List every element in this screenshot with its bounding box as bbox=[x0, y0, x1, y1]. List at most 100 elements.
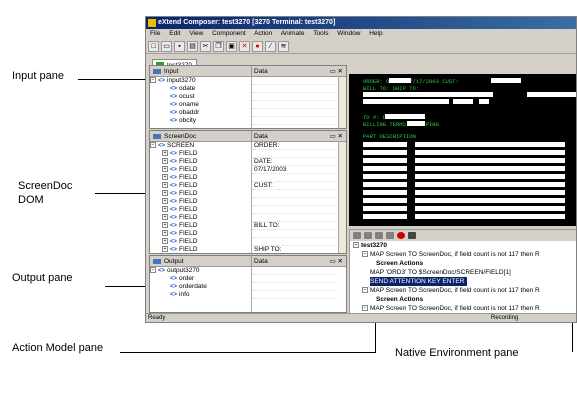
action-icon[interactable] bbox=[353, 232, 361, 239]
output-pane: Output Data▭ ✕ −<>output3270 <>order <>o… bbox=[149, 255, 347, 313]
new-icon[interactable]: □ bbox=[148, 40, 159, 52]
tree-node[interactable]: obcity bbox=[179, 117, 196, 124]
tree-node[interactable]: odate bbox=[179, 85, 196, 92]
expand-icon[interactable]: + bbox=[162, 182, 168, 189]
action-row[interactable]: Screen Actions bbox=[376, 296, 424, 303]
collapse-icon[interactable]: − bbox=[150, 142, 156, 149]
animate-icon[interactable]: ≋ bbox=[278, 40, 289, 52]
copy-icon[interactable]: ❐ bbox=[213, 40, 224, 52]
screendoc-scrollbar[interactable] bbox=[338, 142, 346, 253]
action-row[interactable]: Screen Actions bbox=[376, 260, 424, 267]
field-node[interactable]: FIELD bbox=[179, 174, 198, 181]
callout-native-env-pane: Native Environment pane bbox=[395, 347, 519, 359]
input-field[interactable] bbox=[385, 114, 425, 119]
print-icon[interactable]: ▤ bbox=[187, 40, 198, 52]
input-root-node[interactable]: input3270 bbox=[167, 77, 196, 84]
field-data-value: DATE: bbox=[252, 158, 338, 166]
field-node[interactable]: FIELD bbox=[179, 198, 198, 205]
expand-icon[interactable]: + bbox=[162, 222, 168, 229]
action-row[interactable]: MAP Screen TO ScreenDoc, if field count … bbox=[370, 251, 540, 258]
delete-icon[interactable]: ✕ bbox=[239, 40, 250, 52]
cut-icon[interactable]: ✂ bbox=[200, 40, 211, 52]
action-row[interactable]: MAP Screen TO ScreenDoc, if field count … bbox=[370, 305, 540, 312]
menu-window[interactable]: Window bbox=[337, 30, 361, 37]
screen-root-node[interactable]: SCREEN bbox=[167, 142, 195, 149]
input-pane: Input Data▭ ✕ −<>input3270 <>odate <>ocu… bbox=[149, 65, 347, 129]
action-icon[interactable] bbox=[375, 232, 383, 239]
menu-tools[interactable]: Tools bbox=[313, 30, 329, 37]
menu-file[interactable]: File bbox=[150, 30, 161, 37]
menu-action[interactable]: Action bbox=[254, 30, 273, 37]
expand-icon[interactable]: + bbox=[162, 150, 168, 157]
tree-node[interactable]: ocust bbox=[179, 93, 195, 100]
field-node[interactable]: FIELD bbox=[179, 238, 198, 245]
field-data-value bbox=[252, 238, 338, 246]
field-node[interactable]: FIELD bbox=[179, 190, 198, 197]
action-row-selected[interactable]: SEND ATTENTION KEY ENTER bbox=[370, 277, 468, 286]
expand-icon[interactable]: + bbox=[162, 158, 168, 165]
input-field[interactable] bbox=[453, 99, 473, 104]
tree-node[interactable]: order bbox=[179, 275, 195, 282]
paste-icon[interactable]: ▣ bbox=[226, 40, 237, 52]
output-root-node[interactable]: output3270 bbox=[167, 267, 200, 274]
app-logo-icon bbox=[148, 19, 156, 27]
input-field[interactable] bbox=[527, 92, 576, 97]
open-icon[interactable]: ▭ bbox=[161, 40, 172, 52]
field-node[interactable]: FIELD bbox=[179, 214, 198, 221]
action-icon[interactable] bbox=[386, 232, 394, 239]
expand-icon[interactable]: + bbox=[162, 214, 168, 221]
menu-component[interactable]: Component bbox=[212, 30, 246, 37]
field-node[interactable]: FIELD bbox=[179, 206, 198, 213]
expand-icon[interactable]: + bbox=[162, 246, 168, 253]
input-scrollbar[interactable] bbox=[338, 77, 346, 128]
expand-icon[interactable]: + bbox=[162, 174, 168, 181]
save-icon[interactable]: ▪ bbox=[174, 40, 185, 52]
tree-node[interactable]: obaddr bbox=[179, 109, 200, 116]
field-data-value: BILL TO: bbox=[252, 222, 338, 230]
expand-icon[interactable]: + bbox=[162, 166, 168, 173]
input-field[interactable] bbox=[407, 121, 425, 126]
input-field[interactable] bbox=[389, 78, 411, 83]
menu-edit[interactable]: Edit bbox=[169, 30, 181, 37]
input-data-header: Data bbox=[254, 68, 268, 75]
tree-node[interactable]: oname bbox=[179, 101, 199, 108]
expand-icon[interactable]: + bbox=[162, 198, 168, 205]
pane-controls-icon[interactable]: ▭ ✕ bbox=[329, 133, 343, 140]
pane-controls-icon[interactable]: ▭ ✕ bbox=[329, 68, 343, 75]
field-node[interactable]: FIELD bbox=[179, 150, 198, 157]
pane-controls-icon[interactable]: ▭ ✕ bbox=[329, 258, 343, 265]
input-field[interactable] bbox=[363, 92, 493, 97]
field-node[interactable]: FIELD bbox=[179, 246, 198, 253]
input-field[interactable] bbox=[363, 99, 449, 104]
collapse-icon[interactable]: − bbox=[150, 77, 156, 84]
field-node[interactable]: FIELD bbox=[179, 182, 198, 189]
record-icon[interactable] bbox=[397, 232, 405, 239]
field-node[interactable]: FIELD bbox=[179, 230, 198, 237]
field-node[interactable]: FIELD bbox=[179, 222, 198, 229]
input-field[interactable] bbox=[491, 78, 521, 83]
menu-animate[interactable]: Animate bbox=[280, 30, 305, 37]
action-toolbar bbox=[350, 230, 576, 241]
expand-icon[interactable]: + bbox=[162, 230, 168, 237]
action-root-node[interactable]: test3270 bbox=[361, 242, 388, 249]
action-row[interactable]: MAP 'ORD3' TO $ScreenDoc/SCREEN/FIELD[1] bbox=[370, 269, 511, 276]
composer-window: eXtend Composer: test3270 [3270 Terminal… bbox=[145, 16, 577, 323]
expand-icon[interactable]: + bbox=[162, 190, 168, 197]
collapse-icon[interactable]: − bbox=[150, 267, 156, 274]
record-icon[interactable]: ● bbox=[252, 40, 263, 52]
wand-icon[interactable]: ⁄ bbox=[265, 40, 276, 52]
menu-help[interactable]: Help bbox=[369, 30, 383, 37]
input-field[interactable] bbox=[479, 99, 489, 104]
tree-node[interactable]: info bbox=[179, 291, 190, 298]
menu-view[interactable]: View bbox=[189, 30, 204, 37]
title-bar: eXtend Composer: test3270 [3270 Terminal… bbox=[146, 17, 576, 29]
expand-icon[interactable]: + bbox=[162, 206, 168, 213]
action-icon[interactable] bbox=[364, 232, 372, 239]
pause-icon[interactable] bbox=[408, 232, 416, 239]
expand-icon[interactable]: + bbox=[162, 238, 168, 245]
action-row[interactable]: MAP Screen TO ScreenDoc, if field count … bbox=[370, 287, 540, 294]
tree-node[interactable]: orderdate bbox=[179, 283, 207, 290]
field-node[interactable]: FIELD bbox=[179, 158, 198, 165]
field-node[interactable]: FIELD bbox=[179, 166, 198, 173]
native-environment-pane[interactable]: ORDER: DATE: 07/17/2003 CUST: BILL TO: S… bbox=[349, 74, 576, 226]
